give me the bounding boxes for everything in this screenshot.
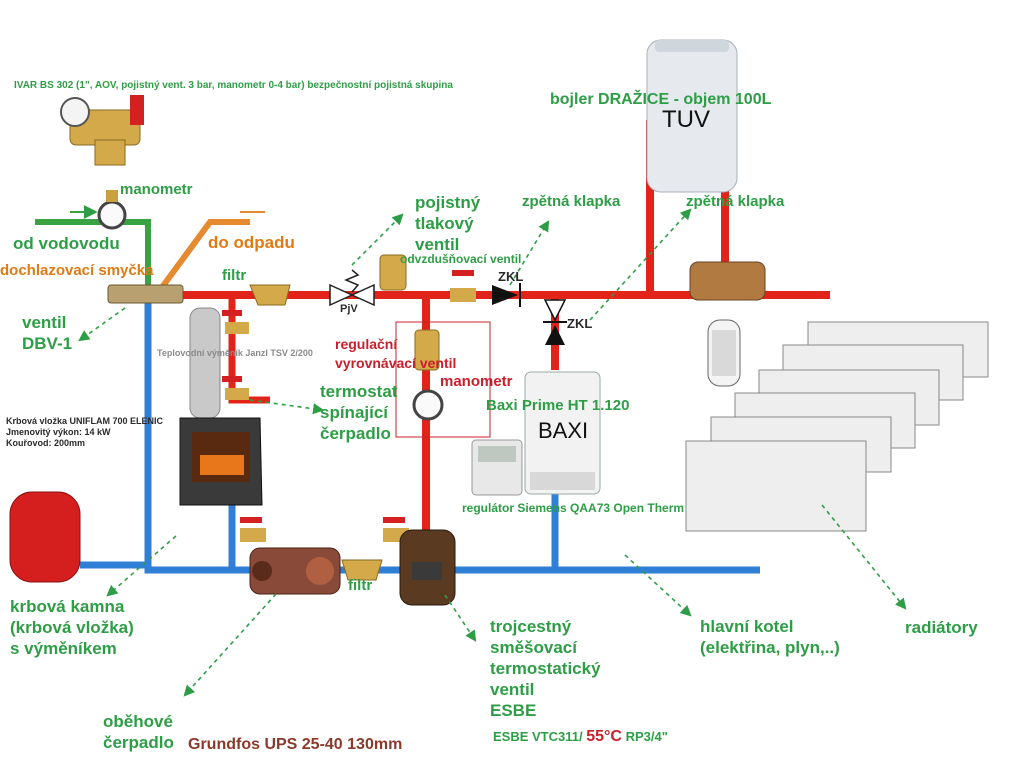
boiler-mixing-valve xyxy=(689,261,766,387)
teplovodni-label: Teplovodní výměník Janzl TSV 2/200 xyxy=(157,348,313,358)
check-valve-horizontal xyxy=(492,283,521,307)
arrow-krbova xyxy=(106,535,177,597)
hlavni-kotel-label: hlavní kotel (elektřina, plyn,..) xyxy=(700,617,840,657)
arrow-trojcestny xyxy=(444,594,477,642)
manometr-top-label: manometr xyxy=(120,181,193,198)
zkl-vertical-label: ZKL xyxy=(567,316,593,331)
dochlazovaci-label: dochlazovací smyčka xyxy=(0,262,154,279)
arrow-pojistny xyxy=(351,213,404,266)
baxi-boiler xyxy=(524,371,601,495)
ball-valve-1 xyxy=(222,310,249,334)
dbv-1-valve xyxy=(107,284,184,304)
regulacni-label: regulační vyrovnávací ventil xyxy=(335,336,457,371)
zpetna-klapka-1-label: zpětná klapka xyxy=(522,193,621,210)
fireplace-insert xyxy=(179,417,263,506)
siemens-regulator xyxy=(471,439,523,496)
zpetna-klapka-2-label: zpětná klapka xyxy=(686,193,785,210)
esbe-mixing-valve xyxy=(399,529,456,606)
krbova-kamna-label: krbová kamna (krbová vložka) s výměníkem xyxy=(10,597,134,658)
esbe-spec-part-a: ESBE VTC311/ xyxy=(493,729,583,744)
obehove-cerpadlo-label: oběhové čerpadlo xyxy=(103,712,174,752)
tuv-label: TUV xyxy=(662,106,710,133)
termostat-label: termostat spínající čerpadlo xyxy=(320,382,398,443)
cold-return-pipe xyxy=(144,295,740,574)
pjv-label: PjV xyxy=(340,303,358,315)
ivar-label: IVAR BS 302 (1", AOV, pojistný vent. 3 b… xyxy=(14,80,453,91)
air-vent xyxy=(379,254,407,291)
check-valve-vertical xyxy=(543,299,567,345)
zkl-horizontal-label: ZKL xyxy=(498,269,524,284)
odvzdusnovaci-label: odvzdušňovací ventil xyxy=(400,252,522,266)
esbe-spec-label: ESBE VTC311/ 55°C RP3/4" xyxy=(493,728,668,746)
esbe-spec-part-b: RP3/4" xyxy=(625,729,668,744)
water-supply-pipe xyxy=(35,219,151,290)
arrow-ventil xyxy=(78,307,126,342)
drain-pipe xyxy=(157,219,250,292)
arrow-zpetna2 xyxy=(589,208,692,321)
heat-exchanger xyxy=(189,307,221,419)
ball-valve-4 xyxy=(240,517,266,542)
trojcestny-label: trojcestný směšovací termostatický venti… xyxy=(490,617,601,720)
do-odpadu-label: do odpadu xyxy=(208,233,295,252)
krbova-vlozka-label: Krbová vložka UNIFLAM 700 ELENIC Jmenovi… xyxy=(6,416,164,448)
ivar-safety-group xyxy=(60,95,144,166)
ventil-dbv-label: ventil DBV-1 xyxy=(22,313,73,353)
baxi-brand-label: BAXI xyxy=(538,418,589,443)
arrow-termostat xyxy=(249,399,325,415)
arrow-radiatory xyxy=(821,504,907,610)
radiatory-label: radiátory xyxy=(905,618,978,637)
regulator-label: regulátor Siemens QAA73 Open Therm xyxy=(462,501,685,515)
esbe-temp: 55°C xyxy=(586,728,622,745)
ball-valve-3 xyxy=(450,270,476,302)
grundfos-label: Grundfos UPS 25-40 130mm xyxy=(188,736,403,753)
boiler-title: bojler DRAŽICE - objem 100L xyxy=(550,91,772,108)
baxi-model-label: Baxi Prime HT 1.120 xyxy=(486,397,630,414)
pressure-relief-valve xyxy=(329,269,375,307)
filtr-bottom-label: filtr xyxy=(348,577,373,594)
od-vodovodu-label: od vodovodu xyxy=(13,234,120,253)
arrow-kotel xyxy=(624,554,692,617)
expansion-vessel xyxy=(9,491,81,583)
filter-top xyxy=(249,284,291,306)
pojistny-label: pojistný tlakový ventil xyxy=(415,193,481,254)
dhw-boiler-tank xyxy=(646,39,738,193)
circulation-pump xyxy=(249,547,341,595)
balancing-valve xyxy=(395,321,491,438)
ball-valve-2 xyxy=(222,376,249,400)
filter-bottom xyxy=(341,559,383,581)
filtr-top-label: filtr xyxy=(222,267,247,284)
annotation-arrows xyxy=(78,208,907,697)
manometr-mid-label: manometr xyxy=(440,373,513,390)
radiators xyxy=(685,321,989,532)
arrow-obehove xyxy=(183,593,277,697)
manometer-top xyxy=(97,190,127,230)
